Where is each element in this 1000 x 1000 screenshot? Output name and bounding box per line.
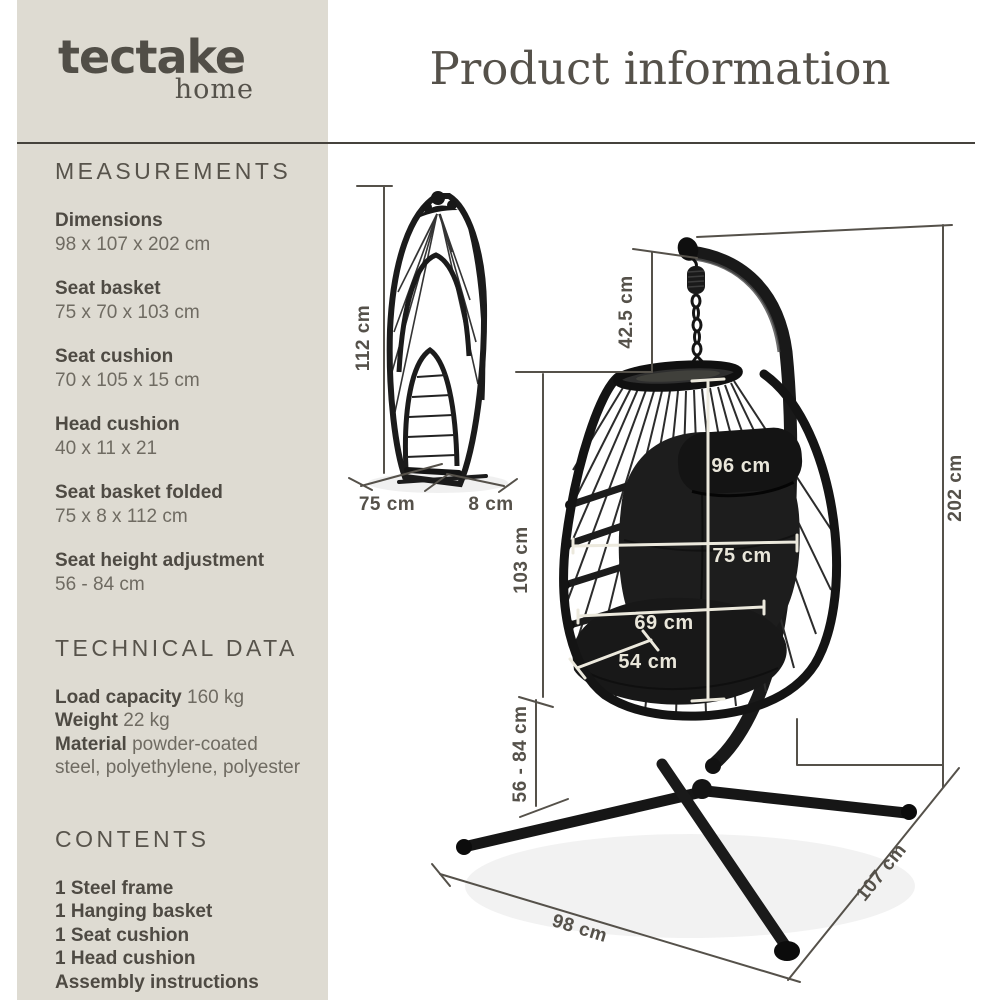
seat-width-line [576, 599, 766, 625]
seat-height-label: 56 - 84 cm [510, 706, 531, 803]
measurement-label: Seat height adjustment [55, 550, 265, 572]
technical-value: 160 kg [187, 686, 245, 708]
base-width-line [439, 873, 801, 983]
brand-sub: home [174, 74, 254, 105]
folded-mid-tick [424, 474, 448, 492]
leg-cap-front [774, 941, 800, 961]
page-title: Product information [429, 42, 891, 95]
stand-pole-highlight [693, 257, 781, 353]
folded-basket-strings [391, 213, 479, 413]
technical-data-heading: TECHNICAL DATA [55, 634, 298, 661]
sidebar: MEASUREMENTS Dimensions 98 x 107 x 202 c… [17, 0, 328, 1000]
contents-heading: CONTENTS [55, 825, 210, 852]
base-depth-line [787, 767, 960, 981]
technical-item: Load capacity 160 kg [55, 686, 308, 710]
measurement-item: Seat basket folded 75 x 8 x 112 cm [55, 481, 308, 528]
stand-base [456, 758, 917, 961]
inner-dimensions: 96 cm 75 cm 69 cm 54 cm [568, 377, 799, 703]
folded-basket-knot [418, 191, 458, 218]
seat-width-label: 69 cm [634, 612, 693, 634]
measurement-label: Head cushion [55, 414, 180, 436]
technical-value: 22 kg [123, 710, 170, 732]
folded-dimensions: 112 cm 75 cm 8 cm [348, 185, 518, 515]
measurement-value: 75 x 70 x 103 cm [55, 301, 200, 323]
measurement-value: 40 x 11 x 21 [55, 437, 158, 459]
measurement-item: Seat basket 75 x 70 x 103 cm [55, 277, 308, 324]
chain-drop-top-tick [632, 248, 698, 259]
technical-label: Load capacity [55, 686, 182, 708]
measurement-item: Head cushion 40 x 11 x 21 [55, 413, 308, 460]
seat-height-bottom-tick [519, 798, 569, 818]
inner-height-label: 96 cm [711, 455, 770, 477]
leg-cap-left [456, 839, 472, 855]
seat-cushion [572, 597, 787, 705]
technical-item: Material powder-coated steel, polyethyle… [55, 733, 308, 780]
folded-depth-line [446, 473, 505, 487]
pole-base-joint [705, 758, 721, 774]
measurement-item: Dimensions 98 x 107 x 202 cm [55, 209, 308, 256]
contents-item: 1 Seat cushion [55, 924, 190, 946]
basket-height-label: 103 cm [511, 526, 532, 593]
folded-width-label: 75 cm [359, 494, 415, 515]
chain-drop-label: 42.5 cm [616, 275, 637, 348]
measurement-label: Seat basket folded [55, 482, 223, 504]
folded-right-tick [498, 478, 518, 493]
measurement-label: Seat cushion [55, 346, 174, 368]
folded-depth-label: 8 cm [468, 494, 513, 515]
folded-corner-tick [348, 477, 373, 491]
seat-depth-line [568, 629, 660, 680]
folded-basket-inner-rim [468, 229, 486, 401]
header-divider [17, 142, 975, 144]
measurement-value: 75 x 8 x 112 cm [55, 505, 188, 527]
back-width-line [571, 533, 799, 555]
floor-shadow [465, 834, 915, 938]
folded-basket-grid [405, 374, 457, 458]
chain-links [690, 293, 703, 357]
brand-name: tectake [58, 30, 246, 84]
contents-item: Assembly instructions [55, 971, 259, 993]
technical-value: powder-coated steel, polyethylene, polye… [55, 733, 301, 779]
basket-outline [559, 369, 842, 721]
measurement-value: 70 x 105 x 15 cm [55, 369, 200, 391]
measurement-value: 56 - 84 cm [55, 574, 145, 596]
stand-cap [677, 237, 699, 261]
contents-item: 1 Head cushion [55, 948, 196, 970]
base-joint [692, 779, 712, 799]
measurements-heading: MEASUREMENTS [55, 158, 292, 184]
folded-width-line [360, 463, 443, 487]
contents-item: 1 Hanging basket [55, 901, 213, 923]
leg-cap-right [901, 804, 917, 820]
inner-height-line [690, 377, 726, 703]
folded-basket-illustration [386, 191, 488, 488]
total-height-label: 202 cm [945, 454, 966, 521]
back-width-label: 75 cm [712, 545, 771, 567]
technical-item: Weight 22 kg [55, 709, 308, 733]
folded-height-label: 112 cm [353, 305, 374, 371]
basket-top-opening [636, 370, 720, 382]
hanging-chain [680, 256, 715, 378]
measurement-label: Dimensions [55, 210, 163, 231]
seat-depth-label: 54 cm [618, 651, 677, 673]
measurement-item: Seat cushion 70 x 105 x 15 cm [55, 345, 308, 392]
under-basket-reference [796, 718, 943, 766]
measurement-item: Seat height adjustment 56 - 84 cm [55, 549, 308, 596]
folded-basket-upper-arch [396, 252, 472, 373]
technical-label: Material [55, 733, 127, 755]
brand-logo: tectake home [58, 34, 254, 103]
total-height-top-line [696, 224, 953, 238]
contents-item: 1 Steel frame [55, 877, 174, 899]
measurement-value: 98 x 107 x 202 cm [55, 233, 211, 255]
spring [687, 266, 705, 294]
measurement-label: Seat basket [55, 278, 161, 300]
folded-basket-outline [386, 193, 488, 488]
technical-label: Weight [55, 710, 118, 732]
folded-basket-lower-arch [402, 346, 460, 471]
